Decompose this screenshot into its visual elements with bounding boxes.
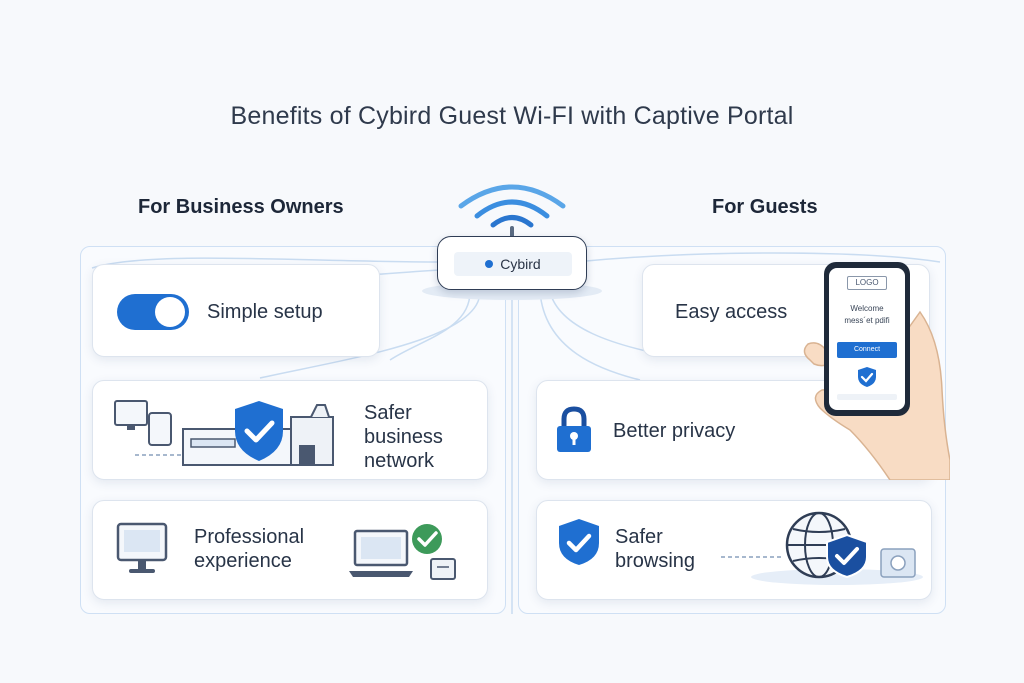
portal-logo: LOGO: [847, 276, 887, 290]
safer-network-label: Safer business network: [364, 401, 443, 473]
professional-experience-label: Professional experience: [194, 525, 304, 573]
portal-welcome: Welcome: [850, 304, 884, 313]
safer-network-line-1: Safer: [364, 402, 412, 424]
monitor-icon: [116, 522, 168, 573]
better-privacy-label: Better privacy: [613, 420, 736, 442]
toggle-switch-icon: [117, 294, 189, 330]
laptop-check-icon: [349, 524, 456, 580]
safer-browsing-label: Safer browsing: [615, 525, 695, 573]
globe-shield-icon: [721, 511, 923, 585]
portal-connect-button[interactable]: Connect: [837, 342, 897, 358]
status-dot: [485, 260, 494, 268]
router-device: Cybird: [437, 236, 587, 290]
safer-browsing-card: Safer browsing: [536, 500, 932, 600]
phone-device: LOGO Welcome mess´et pdifi Connect: [824, 262, 910, 416]
network-devices-icon: [114, 400, 334, 466]
portal-shield-icon: [858, 367, 876, 387]
safer-network-line-2: business: [364, 426, 443, 448]
shield-check-icon: [559, 519, 599, 565]
simple-setup-card: Simple setup: [92, 264, 380, 357]
professional-line-1: Professional: [194, 526, 305, 548]
router-label: Cybird: [500, 256, 541, 272]
professional-line-2: experience: [194, 550, 292, 572]
safer-network-card: Safer business network: [92, 380, 488, 480]
safer-browsing-line-1: Safer: [615, 526, 663, 548]
safer-browsing-line-2: browsing: [615, 550, 696, 572]
page-title: Benefits of Cybird Guest Wi-FI with Capt…: [230, 102, 794, 130]
portal-message: mess´et pdifi: [844, 316, 890, 325]
router-label-plate: Cybird: [454, 252, 572, 276]
guests-heading: For Guests: [712, 196, 818, 218]
padlock-icon: [557, 406, 591, 452]
safer-network-line-3: network: [364, 450, 435, 472]
professional-experience-card: Professional experience: [92, 500, 488, 600]
router-antenna: [510, 226, 514, 238]
simple-setup-label: Simple setup: [207, 301, 323, 323]
portal-bar: [837, 394, 897, 400]
easy-access-label: Easy access: [675, 301, 788, 323]
wifi-signal-icon: [458, 184, 566, 228]
business-owners-heading: For Business Owners: [138, 196, 344, 218]
phone-screen: LOGO Welcome mess´et pdifi Connect: [829, 268, 905, 410]
